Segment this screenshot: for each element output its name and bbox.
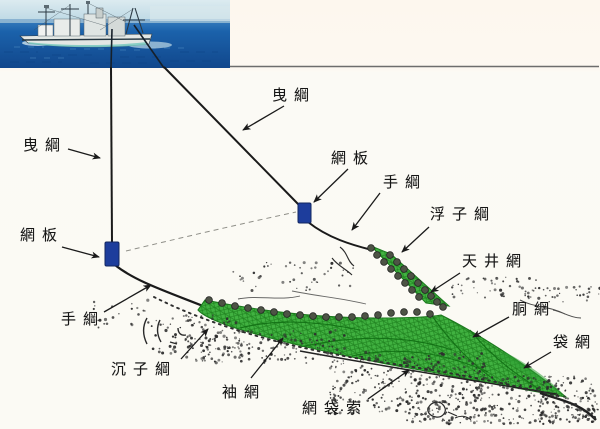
- label-bag-rope: 網袋索: [302, 399, 369, 417]
- label-otter-board-right: 網板: [331, 149, 376, 167]
- trawler-ship: [19, 1, 153, 48]
- arrow-bag-rope: [367, 369, 410, 400]
- arrow-towing-warp-top: [242, 105, 285, 131]
- arrow-sinker-line: [180, 328, 209, 360]
- otter-board-right: [297, 202, 312, 224]
- label-otter-board-left: 網板: [20, 226, 65, 244]
- arrow-otter-board-right: [313, 168, 349, 203]
- bag-rope-line: [299, 350, 557, 395]
- towing-warp-right-line: [163, 66, 300, 206]
- arrow-bag-net: [523, 351, 552, 369]
- label-towing-warp-left: 曳綱: [23, 136, 68, 154]
- annotation-arrows: [61, 105, 552, 400]
- arrow-otter-board-left: [61, 246, 100, 259]
- arrow-wing-net: [250, 337, 284, 379]
- label-bag-net: 袋網: [553, 333, 598, 351]
- rigging-lines: [110, 66, 373, 308]
- label-float-line: 浮子綱: [430, 205, 497, 223]
- towing-warp-left-line: [110, 66, 113, 244]
- sand-cloud-stipples: [92, 261, 600, 426]
- seabed-squiggles: [142, 246, 582, 421]
- wave-streaks: [4, 51, 218, 64]
- arrow-ceiling-net: [430, 272, 461, 293]
- arrow-float-line: [401, 226, 430, 253]
- label-sinker-line: 沉子綱: [111, 360, 178, 378]
- label-ceiling-net: 天井網: [462, 252, 529, 270]
- arrow-hand-rope-left: [103, 284, 152, 313]
- arrow-body-net: [472, 316, 510, 338]
- warp-lines-in-photo: [110, 24, 165, 69]
- trawler-photo: [0, 0, 230, 69]
- arrow-hand-rope-right: [351, 192, 381, 231]
- label-body-net: 胴網: [512, 300, 557, 318]
- hand-rope-left-line: [114, 264, 204, 308]
- arrow-towing-warp-left: [67, 148, 101, 160]
- label-hand-rope-right: 手綱: [383, 173, 428, 191]
- otter-board-left: [104, 241, 120, 267]
- label-wing-net: 袖網: [222, 383, 267, 401]
- label-towing-warp-top: 曳綱: [272, 86, 317, 104]
- float-balls: [205, 244, 447, 321]
- board-spread-dashed-line: [125, 211, 297, 252]
- label-hand-rope-left: 手綱: [61, 310, 106, 328]
- hand-rope-right-line: [307, 221, 373, 251]
